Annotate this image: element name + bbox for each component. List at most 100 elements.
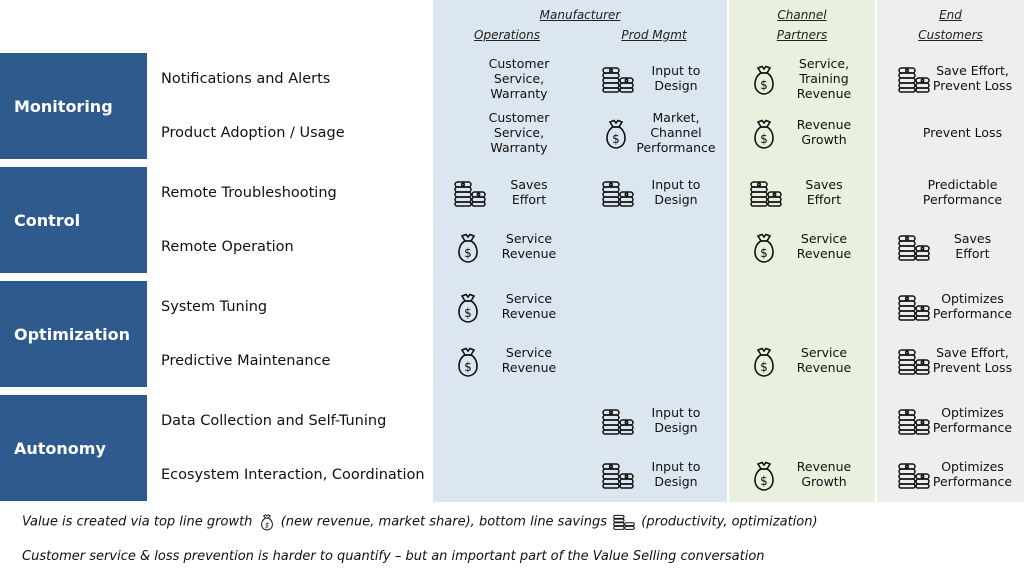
value-line: Design <box>654 474 698 489</box>
svg-text:$: $ <box>464 246 472 260</box>
money-bag-icon: $ <box>749 118 779 154</box>
footer-line1-c: (productivity, optimization) <box>641 514 818 530</box>
value-line: Customer <box>488 55 550 71</box>
value-line: Optimizes <box>941 291 1004 306</box>
value-cell-end: Prevent Loss <box>907 125 1018 140</box>
coins-icon <box>601 64 635 98</box>
value-line: Input to <box>651 405 701 420</box>
coins-icon <box>453 178 487 212</box>
value-line: Customer <box>488 109 550 125</box>
manufacturer-column-bg <box>433 0 727 502</box>
value-line: Growth <box>801 132 847 147</box>
value-line: Service <box>800 345 848 360</box>
money-bag-icon: $ <box>749 346 779 382</box>
money-bag-icon: $ <box>601 118 631 154</box>
header-customers: Customers <box>918 28 983 42</box>
coins-icon <box>601 406 635 440</box>
value-cell-end: Save Effort,Prevent Loss <box>927 63 1018 93</box>
header-manufacturer: Manufacturer <box>539 8 621 22</box>
category-autonomy: Autonomy <box>0 395 147 501</box>
feature-label: System Tuning <box>161 299 268 315</box>
svg-text:$: $ <box>760 246 768 260</box>
value-line: Revenue <box>501 306 557 321</box>
value-line: Design <box>654 420 698 435</box>
value-line: Design <box>654 192 698 207</box>
feature-label: Predictive Maintenance <box>161 353 331 369</box>
coins-icon <box>897 64 931 98</box>
svg-text:$: $ <box>612 132 620 146</box>
value-line: Saves <box>953 231 992 246</box>
feature-label: Notifications and Alerts <box>161 71 331 87</box>
value-line: Growth <box>801 474 847 489</box>
value-line: Performance <box>932 474 1013 489</box>
value-line: Effort <box>955 246 990 261</box>
value-line: Market, <box>652 109 700 125</box>
coins-icon <box>613 514 635 530</box>
feature-label: Data Collection and Self-Tuning <box>161 413 387 429</box>
value-line: Service <box>505 345 553 360</box>
coins-icon <box>897 460 931 494</box>
value-line: Service <box>800 231 848 246</box>
value-line: Saves <box>510 177 548 192</box>
value-line: Training <box>799 70 849 86</box>
money-bag-icon: $ <box>749 460 779 496</box>
header-end: End <box>939 8 962 22</box>
svg-text:$: $ <box>464 306 472 320</box>
value-line: Prevent Loss <box>922 124 1003 140</box>
value-line: Input to <box>651 177 701 192</box>
value-line: Warranty <box>490 85 548 101</box>
footer-line1-b: (new revenue, market share), bottom line… <box>280 514 607 530</box>
feature-label: Product Adoption / Usage <box>161 125 345 141</box>
coins-icon <box>897 232 931 266</box>
value-line: Effort <box>511 192 547 207</box>
value-line: Revenue <box>796 459 852 474</box>
value-line: Service <box>505 291 553 306</box>
footer-line-2: Customer service & loss prevention is ha… <box>22 549 765 564</box>
value-line: Revenue <box>501 246 557 261</box>
header-operations: Operations <box>474 28 540 42</box>
value-line: Revenue <box>501 360 557 375</box>
value-cell-end: Save Effort,Prevent Loss <box>927 345 1018 375</box>
money-bag-icon: $ <box>260 514 273 531</box>
coins-icon <box>897 406 931 440</box>
value-line: Optimizes <box>941 405 1004 420</box>
feature-label: Remote Troubleshooting <box>161 185 337 201</box>
header-prod-mgmt: Prod Mgmt <box>621 28 687 42</box>
value-line: Save Effort, <box>936 345 1009 360</box>
value-line: Channel <box>650 124 702 140</box>
value-line: Performance <box>932 306 1013 321</box>
value-line: Revenue <box>796 360 852 375</box>
value-line: Saves <box>805 177 843 192</box>
footer-line1-a: Value is created via top line growth <box>22 514 253 530</box>
value-line: Service, <box>493 124 545 140</box>
value-line: Optimizes <box>941 459 1004 474</box>
svg-text:$: $ <box>760 474 768 488</box>
value-line: Service, <box>798 55 850 71</box>
value-line: Revenue <box>796 117 852 132</box>
money-bag-icon: $ <box>453 346 483 382</box>
svg-text:$: $ <box>760 132 768 146</box>
value-line: Input to <box>651 459 701 474</box>
value-line: Service, <box>493 70 545 86</box>
category-optimization: Optimization <box>0 281 147 387</box>
value-line: Save Effort, <box>936 63 1009 78</box>
money-bag-icon: $ <box>453 292 483 328</box>
